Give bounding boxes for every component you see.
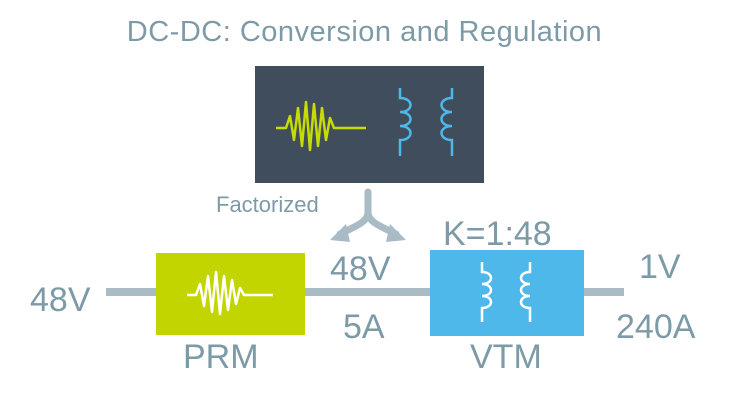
regulator-waveform-icon bbox=[187, 270, 273, 316]
prm-label: PRM bbox=[183, 338, 259, 376]
arrow-head-left bbox=[330, 224, 350, 242]
transformer-coil-icon bbox=[480, 262, 532, 322]
intermediate-current-label: 5A bbox=[343, 308, 385, 346]
output-voltage-label: 1V bbox=[639, 248, 681, 286]
arrow-head-right bbox=[386, 224, 406, 242]
transformer-coil-icon bbox=[398, 88, 454, 156]
factorized-label: Factorized bbox=[216, 192, 319, 217]
transformer-ratio-label: K=1:48 bbox=[443, 215, 552, 253]
input-voltage-label: 48V bbox=[30, 281, 91, 319]
prm-box bbox=[156, 253, 305, 335]
vtm-box bbox=[430, 250, 584, 336]
output-current-label: 240A bbox=[616, 308, 696, 346]
intermediate-voltage-label: 48V bbox=[330, 250, 391, 288]
vtm-label: VTM bbox=[470, 338, 542, 376]
regulator-waveform-icon bbox=[276, 100, 366, 152]
diagram-title: DC-DC: Conversion and Regulation bbox=[126, 16, 603, 48]
combined-converter-box bbox=[255, 66, 484, 183]
factorized-split-arrow bbox=[336, 188, 400, 238]
